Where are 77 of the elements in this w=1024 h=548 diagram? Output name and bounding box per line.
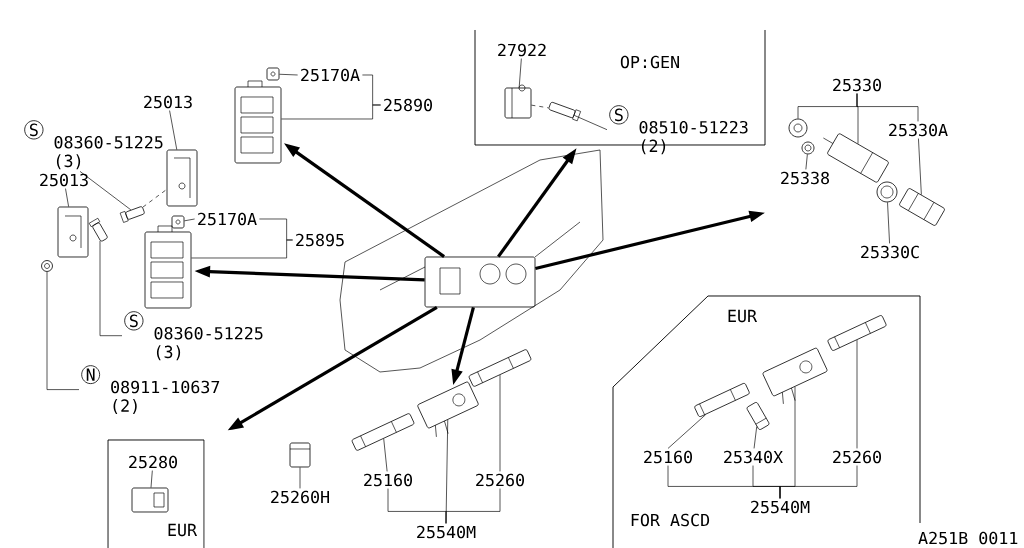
leader-line — [299, 467, 301, 489]
leader-line — [150, 470, 153, 488]
lever-drawing — [827, 315, 887, 351]
part-number: 25340X — [724, 450, 783, 464]
leader-line — [191, 239, 293, 259]
part-number: 25890 — [384, 98, 432, 112]
leader-line — [99, 240, 123, 337]
leader-line — [279, 73, 298, 76]
screw-drawing — [88, 217, 108, 242]
leader-line — [918, 138, 922, 195]
nut-drawing — [788, 118, 808, 138]
part-number: 25280 — [129, 455, 177, 469]
part-number: 25170A — [198, 212, 257, 226]
leader-line — [499, 374, 501, 472]
leader-line — [779, 386, 796, 499]
switch-drawing — [762, 347, 828, 405]
leader-line — [281, 104, 381, 120]
cover-drawing — [289, 442, 311, 468]
switch-drawing — [131, 487, 169, 513]
part-number: 25330A — [889, 123, 948, 137]
part-number: N 08911-10637 (2) — [81, 365, 220, 414]
part-number: 25260 — [833, 450, 881, 464]
part-number: 25540M — [417, 525, 476, 539]
switch-drawing — [234, 80, 282, 164]
leader-line — [573, 115, 608, 131]
part-number: 25260 — [476, 473, 524, 487]
leader-line — [169, 110, 178, 150]
leader-line — [856, 339, 858, 449]
part-number: 25895 — [296, 233, 344, 247]
node-label: FOR ASCD — [631, 513, 710, 527]
leader-line — [184, 218, 195, 222]
part-number: 25160 — [364, 473, 412, 487]
leader-line — [887, 202, 890, 244]
lever-drawing — [746, 402, 770, 430]
part-number: 25330 — [833, 78, 881, 92]
part-number: S 08360-51225 (3) — [124, 311, 263, 361]
part-number: 25160 — [644, 450, 692, 464]
leader-line — [142, 189, 167, 208]
leader-line — [383, 438, 388, 472]
leader-line — [65, 188, 69, 207]
switch-drawing — [417, 381, 479, 438]
screw-drawing — [548, 101, 581, 122]
part-number: S 08510-51223 (2) — [609, 105, 748, 155]
part-number: 25260H — [271, 490, 329, 504]
part-number: 25170A — [301, 68, 360, 82]
leader-line — [667, 414, 706, 449]
node-label: EUR — [728, 309, 758, 323]
screw-drawing — [119, 206, 145, 223]
nut-drawing — [41, 260, 53, 272]
drawing-number: A251B 0011 — [918, 531, 1018, 545]
bezel-drawing — [876, 181, 898, 203]
part-number: 25013 — [40, 173, 88, 187]
washer-drawing — [801, 141, 815, 155]
lever-drawing — [351, 413, 415, 451]
lever-drawing — [468, 349, 532, 387]
leader-line — [79, 171, 132, 211]
lever-drawing — [694, 383, 750, 417]
part-number: 25013 — [144, 95, 192, 109]
clip-drawing — [171, 215, 185, 229]
leader-line — [518, 58, 522, 88]
bracket-drawing — [57, 206, 89, 258]
part-number: 25338 — [781, 171, 829, 185]
part-number: 25330C — [861, 245, 919, 259]
leader-line — [805, 154, 808, 170]
leader-line — [46, 271, 80, 390]
bracket-drawing — [166, 149, 198, 207]
part-number: S 08360-51225 (3) — [24, 120, 163, 170]
part-number: 27922 — [498, 43, 546, 57]
key-cylinder-drawing — [899, 188, 945, 226]
clip-drawing — [266, 67, 280, 81]
switch-drawing — [144, 225, 192, 309]
leader-line — [856, 93, 919, 122]
part-drawing — [504, 84, 532, 119]
leader-line — [531, 104, 549, 109]
leader-line — [445, 419, 449, 524]
leader-line — [753, 426, 758, 449]
part-number: 25540M — [751, 500, 810, 514]
